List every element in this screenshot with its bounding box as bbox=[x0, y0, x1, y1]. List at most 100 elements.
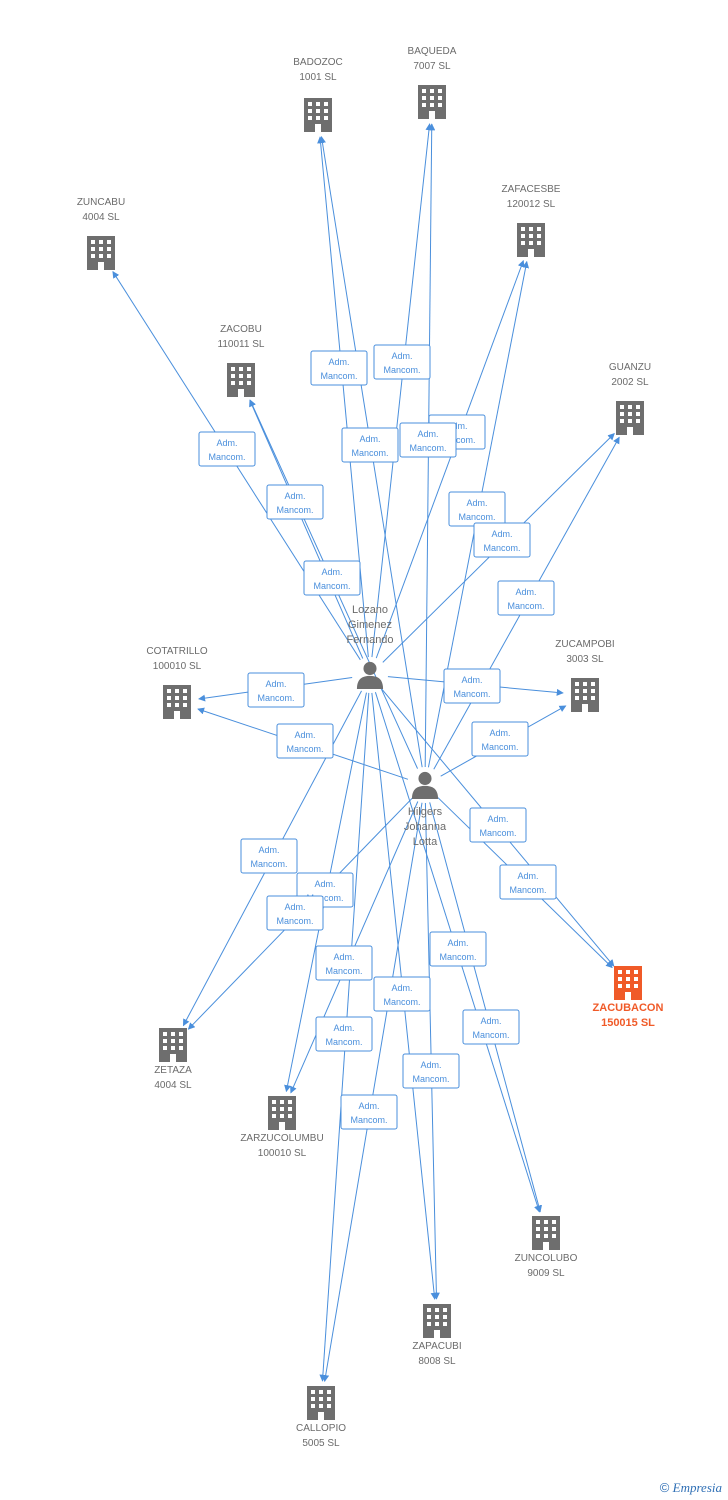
company-name: ZAFACESBE bbox=[502, 184, 561, 195]
edge-label-role: Adm. bbox=[480, 1016, 501, 1026]
edge-label-lozano-zetaza[interactable]: Adm.Mancom. bbox=[240, 838, 298, 874]
company-suffix: 7007 SL bbox=[413, 61, 451, 72]
edge-label-type: Mancom. bbox=[313, 581, 350, 591]
person-name-line: Johanna bbox=[404, 821, 447, 833]
company-suffix: 150015 SL bbox=[601, 1017, 655, 1029]
edge-label-role: Adm. bbox=[517, 871, 538, 881]
edge-label-type: Mancom. bbox=[383, 365, 420, 375]
edge-label-hilgers-zapacubi[interactable]: Adm.Mancom. bbox=[402, 1053, 460, 1089]
company-name: BAQUEDA bbox=[408, 46, 457, 57]
copyright: © Empresia bbox=[660, 1480, 722, 1496]
building-icon bbox=[418, 85, 446, 119]
edge-label-type: Mancom. bbox=[481, 742, 518, 752]
building-icon bbox=[571, 678, 599, 712]
company-node-zapacubi[interactable]: ZAPACUBI 8008 SL bbox=[412, 1304, 462, 1367]
edge-label-role: Adm. bbox=[359, 434, 380, 444]
edge-label-lozano-baqueda[interactable]: Adm.Mancom. bbox=[373, 344, 431, 380]
company-node-zetaza[interactable]: ZETAZA 4004 SL bbox=[154, 1028, 192, 1091]
edge-label-lozano-zacobu[interactable]: Adm. Mancom. bbox=[266, 484, 324, 520]
edge-label-hilgers-zafacesbe[interactable]: Adm.Mancom. bbox=[473, 522, 531, 558]
edge-label-role: Adm. bbox=[333, 1023, 354, 1033]
edge-label-type: Mancom. bbox=[458, 512, 495, 522]
edge-label-type: Mancom. bbox=[438, 435, 475, 445]
edge-label-lozano-callopio[interactable]: Adm. Mancom. bbox=[315, 1016, 373, 1052]
person-name-line: Lotta bbox=[413, 836, 438, 848]
edge-label-type: Mancom. bbox=[383, 997, 420, 1007]
company-node-zafacesbe[interactable]: ZAFACESBE 120012 SL bbox=[502, 184, 561, 257]
edge-lozano-zacobu bbox=[249, 399, 364, 659]
person-icon bbox=[411, 771, 439, 799]
edge-label-lozano-zacubacon[interactable]: Adm. Mancom. bbox=[469, 807, 527, 843]
edge-label-hilgers-guanzu[interactable]: Adm.Mancom. bbox=[497, 580, 555, 616]
company-node-zuncabu[interactable]: ZUNCABU 4004 SL bbox=[77, 197, 125, 270]
edge-label-lozano-zapacubi[interactable]: Adm.Mancom. bbox=[373, 976, 431, 1012]
company-node-baqueda[interactable]: BAQUEDA 7007 SL bbox=[408, 46, 457, 119]
edge-label-hilgers-callopio[interactable]: Adm.Mancom. bbox=[340, 1094, 398, 1130]
company-name: ZUNCOLUBO bbox=[515, 1253, 578, 1264]
company-suffix: 3003 SL bbox=[566, 654, 604, 665]
company-suffix: 2002 SL bbox=[611, 377, 649, 388]
edge-label-hilgers-zuncolubo[interactable]: Adm. Mancom. bbox=[462, 1009, 520, 1045]
company-suffix: 4004 SL bbox=[154, 1080, 192, 1091]
edge-label-role: Adm. bbox=[487, 814, 508, 824]
edge-label-hilgers-zetaza[interactable]: Adm. Mancom. bbox=[266, 895, 324, 931]
edge-label-role: Adm. bbox=[491, 529, 512, 539]
edge-label-lozano-badozoc[interactable]: Adm.Mancom. bbox=[310, 350, 368, 386]
edge-labels-layer: Adm.Mancom.Adm.Mancom.Adm.Mancom.Adm.Man… bbox=[198, 344, 557, 1130]
edge-label-type: Mancom. bbox=[472, 1030, 509, 1040]
edge-label-type: Mancom. bbox=[276, 505, 313, 515]
edge-label-role: Adm. bbox=[321, 567, 342, 577]
edge-label-role: Adm. bbox=[420, 1060, 441, 1070]
edge-label-lozano-guanzu[interactable]: Adm.Mancom. bbox=[448, 491, 506, 527]
edge-label-hilgers-zacobu[interactable]: Adm. Mancom. bbox=[303, 560, 361, 596]
edge-label-hilgers-cotatrillo[interactable]: Adm.Mancom. bbox=[276, 723, 334, 759]
company-suffix: 4004 SL bbox=[82, 212, 120, 223]
company-suffix: 8008 SL bbox=[418, 1356, 456, 1367]
company-name: ZUNCABU bbox=[77, 197, 125, 208]
edge-label-role: Adm. bbox=[417, 429, 438, 439]
edge-label-role: Adm. bbox=[461, 675, 482, 685]
edge-label-hilgers-zacubacon[interactable]: Adm. Mancom. bbox=[499, 864, 557, 900]
company-suffix: 100010 SL bbox=[258, 1148, 307, 1159]
edge-label-hilgers-baqueda[interactable]: Adm.Mancom. bbox=[399, 422, 457, 458]
edge-label-type: Mancom. bbox=[479, 828, 516, 838]
edge-label-hilgers-zucampobi[interactable]: Adm.Mancom. bbox=[471, 721, 529, 757]
building-icon bbox=[307, 1386, 335, 1420]
person-name-line: Lozano bbox=[352, 604, 388, 616]
edge-label-role: Adm. bbox=[265, 679, 286, 689]
building-icon bbox=[87, 236, 115, 270]
edge-label-lozano-zuncolubo[interactable]: Adm.Mancom. bbox=[429, 931, 487, 967]
company-name: ZAPACUBI bbox=[412, 1341, 461, 1352]
edge-label-lozano-cotatrillo[interactable]: Adm.Mancom. bbox=[247, 672, 305, 708]
edge-label-type: Mancom. bbox=[276, 916, 313, 926]
edge-label-role: Adm. bbox=[284, 902, 305, 912]
edge-hilgers-callopio bbox=[322, 802, 423, 1382]
company-name: ZETAZA bbox=[154, 1065, 192, 1076]
edge-label-lozano-zuncabu[interactable]: Adm.Mancom. bbox=[198, 431, 256, 467]
company-suffix: 120012 SL bbox=[507, 199, 556, 210]
edge-label-lozano-zucampobi[interactable]: Adm.Mancom. bbox=[443, 668, 501, 704]
edge-label-type: Mancom. bbox=[509, 885, 546, 895]
edge-label-hilgers-badozoc[interactable]: Adm.Mancom. bbox=[341, 427, 399, 463]
edge-label-hilgers-zarzucolumbu[interactable]: Adm.Mancom. bbox=[315, 945, 373, 981]
building-icon bbox=[423, 1304, 451, 1338]
brand-logo[interactable]: Empresia bbox=[672, 1480, 722, 1495]
company-suffix: 100010 SL bbox=[153, 661, 202, 672]
company-name: ZACOBU bbox=[220, 324, 262, 335]
edge-label-type: Mancom. bbox=[325, 1037, 362, 1047]
edge-label-role: Adm. bbox=[284, 491, 305, 501]
edge-label-role: Adm. bbox=[358, 1101, 379, 1111]
edge-label-role: Adm. bbox=[328, 357, 349, 367]
